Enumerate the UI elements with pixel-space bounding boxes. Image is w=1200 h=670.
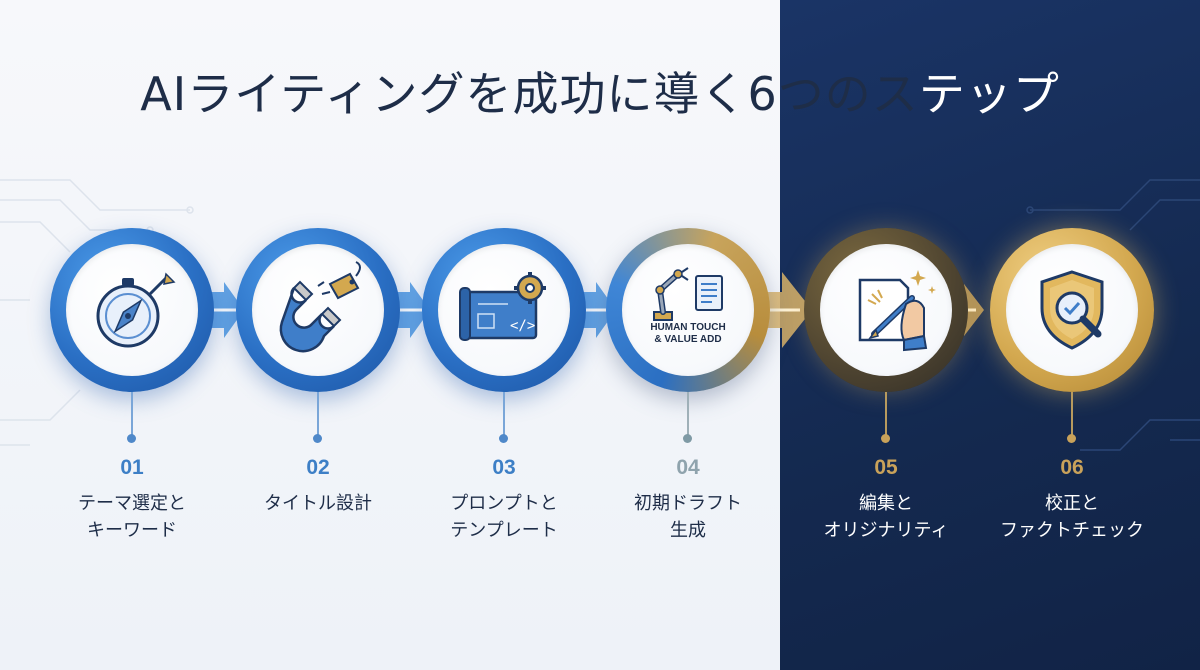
step-3-number: 03 — [492, 456, 516, 479]
step-6-dot — [1067, 434, 1076, 443]
step-5-number: 05 — [874, 456, 898, 479]
step-3-dot — [499, 434, 508, 443]
step-6-number: 06 — [1060, 456, 1084, 479]
compass-icon — [96, 272, 176, 348]
step-2 — [236, 228, 400, 392]
step-6 — [990, 228, 1154, 392]
step-icon-disc: </> — [438, 244, 570, 376]
step-icon-disc — [1006, 244, 1138, 376]
step-icon-disc — [66, 244, 198, 376]
robot-arm-document-icon — [653, 267, 723, 321]
step-icon-disc — [820, 244, 952, 376]
step-4-label: 初期ドラフト生成 — [634, 493, 742, 541]
step-4: HUMAN TOUCH& VALUE ADD — [606, 228, 770, 392]
blueprint-gear-icon: </> — [459, 272, 546, 341]
step-5 — [804, 228, 968, 392]
svg-text:</>: </> — [510, 318, 535, 334]
step-3-label: プロンプトとテンプレート — [450, 493, 558, 541]
step-2-connector-line — [317, 392, 319, 436]
step-3-connector-line — [503, 392, 505, 436]
human-touch-label: HUMAN TOUCH& VALUE ADD — [650, 322, 726, 345]
step-4-number: 04 — [676, 456, 700, 479]
step-1-label: テーマ選定とキーワード — [78, 493, 186, 541]
step-icon-disc: HUMAN TOUCH& VALUE ADD — [622, 244, 754, 376]
step-1-number: 01 — [120, 456, 144, 479]
step-2-label: タイトル設計 — [264, 493, 372, 514]
step-3: </> — [422, 228, 586, 392]
step-icon-disc — [252, 244, 384, 376]
hand-pen-icon — [858, 270, 936, 352]
step-1-dot — [127, 434, 136, 443]
step-4-connector-line — [687, 392, 689, 436]
step-2-number: 02 — [306, 456, 330, 479]
step-4-dot — [683, 434, 692, 443]
step-6-connector-line — [1071, 392, 1073, 436]
page-title: AIライティングを成功に導く6つのステップ — [140, 67, 1060, 121]
magnet-icon — [279, 261, 361, 353]
step-1-connector-line — [131, 392, 133, 436]
step-6-label: 校正とファクトチェック — [1000, 493, 1144, 541]
step-1 — [50, 228, 214, 392]
step-5-connector-line — [885, 392, 887, 436]
shield-magnifier-icon — [1040, 270, 1104, 350]
step-5-label: 編集とオリジナリティ — [823, 493, 949, 541]
step-5-dot — [881, 434, 890, 443]
step-2-dot — [313, 434, 322, 443]
